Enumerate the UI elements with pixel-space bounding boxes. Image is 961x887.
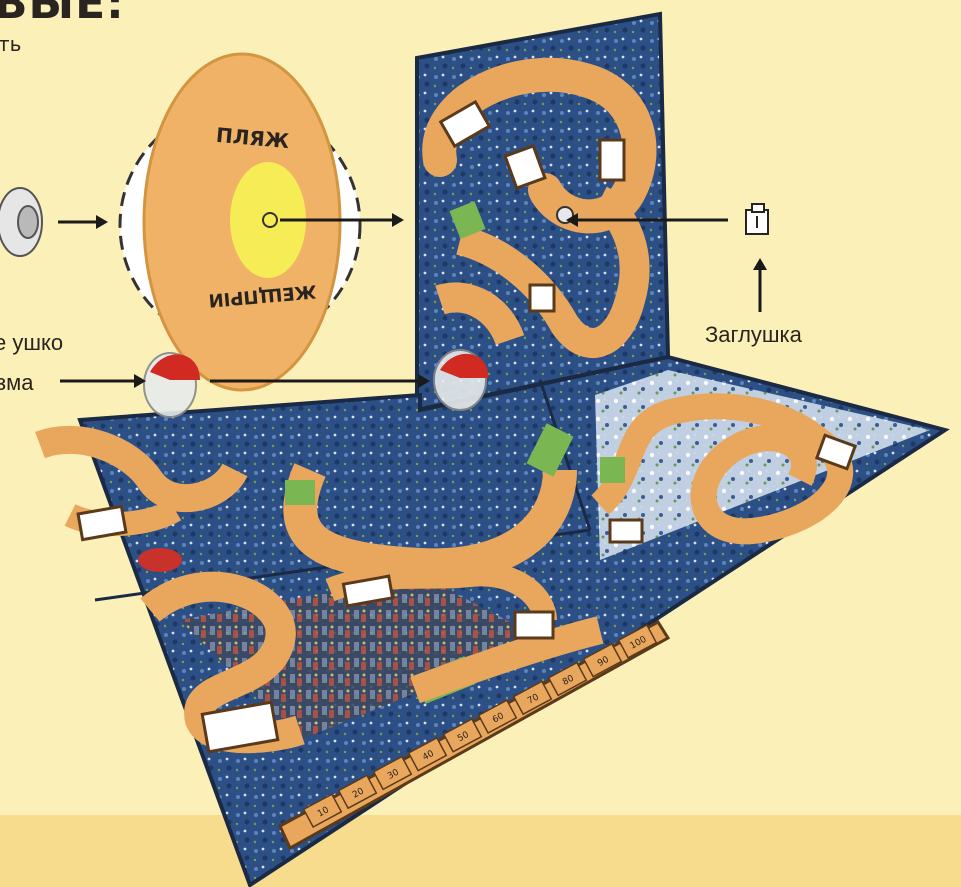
hub-icon bbox=[0, 188, 42, 256]
spinner-wheel: ПЛЯЖ ЖЕЩПРІИ bbox=[120, 54, 360, 390]
label-ear-line2: зма bbox=[0, 370, 33, 396]
arrow-up-icon bbox=[753, 258, 767, 312]
arrow-right-icon bbox=[58, 215, 108, 229]
label-plug: Заглушка bbox=[705, 322, 802, 348]
spinner-clip-icon bbox=[144, 353, 200, 417]
arrow-clip-left bbox=[60, 374, 146, 388]
label-ear-line1: е ушко bbox=[0, 330, 63, 356]
plug-icon bbox=[746, 204, 768, 234]
board-base bbox=[40, 357, 945, 885]
wheel-axle-hole bbox=[263, 213, 277, 227]
